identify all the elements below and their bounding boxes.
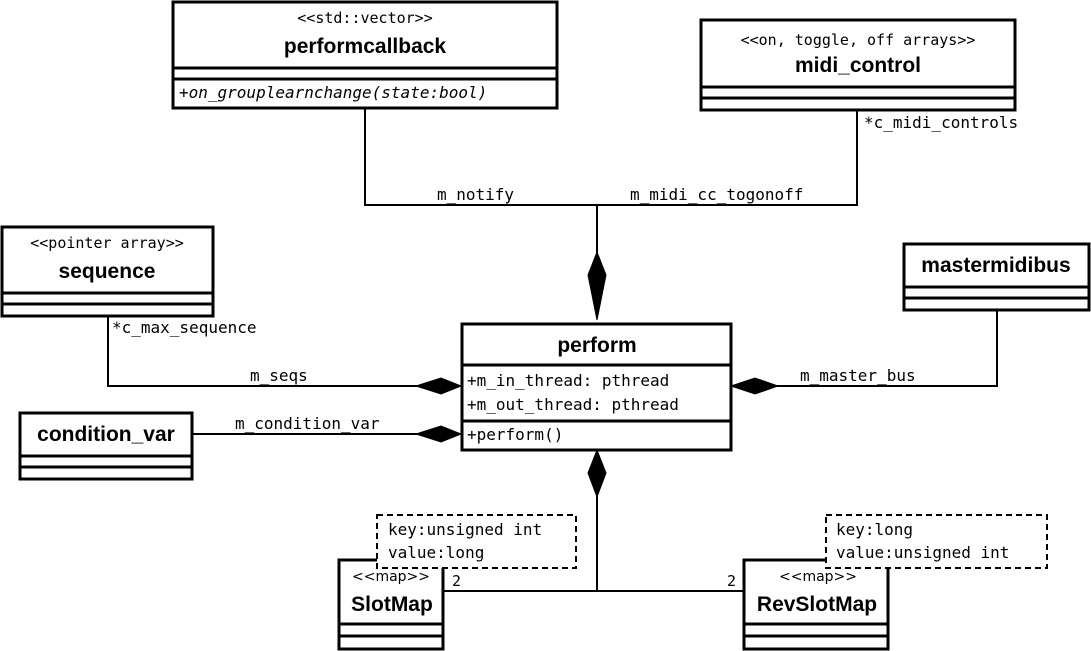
m-seqs-label: m_seqs [250, 366, 308, 385]
connectors [107, 108, 998, 592]
note-revslotmap: key:long value:unsigned int [825, 514, 1048, 569]
class-sequence[interactable]: <<pointer array>> sequence [0, 225, 215, 318]
performcallback-name: performcallback [284, 35, 447, 58]
condition-var-name: condition_var [37, 423, 175, 446]
class-revslotmap[interactable]: <<map>> RevSlotMap [742, 558, 890, 651]
performcallback-operation: +on_grouplearnchange(state:bool) [179, 83, 487, 102]
m-midi-cc-togonoff-line [597, 110, 858, 206]
c-max-sequence-label: *c_max_sequence [112, 318, 257, 337]
revslotmap-stereotype: <<map>> [779, 569, 857, 585]
sequence-name: sequence [59, 260, 156, 283]
midi-control-stereotype: <<on, toggle, off arrays>> [741, 31, 976, 49]
m-condition-var-composition-diamond [414, 425, 463, 443]
revslotmap-note-value: value:unsigned int [836, 543, 1009, 562]
midi-control-name: midi_control [795, 54, 921, 77]
m-master-bus-composition-diamond [729, 377, 780, 395]
mastermidibus-name: mastermidibus [921, 254, 1070, 277]
m-seqs-composition-diamond [414, 377, 463, 395]
perform-attribute-in-thread: +m_in_thread: pthread [467, 371, 669, 390]
perform-name: perform [557, 334, 636, 357]
revslotmap-multiplicity: 2 [727, 572, 736, 590]
m-notify-label: m_notify [437, 185, 514, 204]
sequence-stereotype: <<pointer array>> [30, 234, 184, 252]
m-master-bus-label: m_master_bus [800, 366, 916, 385]
class-mastermidibus[interactable]: mastermidibus [902, 242, 1091, 312]
perform-attribute-out-thread: +m_out_thread: pthread [467, 395, 679, 414]
slotmap-stereotype: <<map>> [352, 569, 430, 585]
slotmap-name: SlotMap [351, 593, 433, 616]
revslotmap-name: RevSlotMap [757, 593, 877, 616]
slotmap-multiplicity: 2 [452, 572, 461, 590]
c-midi-controls-label: *c_midi_controls [864, 113, 1018, 132]
class-midi-control[interactable]: <<on, toggle, off arrays>> midi_control [699, 18, 1017, 112]
m-seqs-line [107, 317, 418, 387]
top-composition-diamond [587, 250, 607, 321]
m-condition-var-label: m_condition_var [235, 414, 380, 433]
class-slotmap[interactable]: <<map>> SlotMap [337, 558, 445, 651]
m-midi-cc-togonoff-label: m_midi_cc_togonoff [630, 185, 803, 204]
m-master-bus-line [776, 310, 998, 387]
class-perform[interactable]: perform +m_in_thread: pthread +m_out_thr… [460, 322, 733, 452]
class-performcallback[interactable]: <<std::vector>> performcallback +on_grou… [171, 0, 559, 110]
bottom-composition-diamond [587, 448, 607, 499]
slotmap-note-key: key:unsigned int [388, 520, 542, 539]
note-slotmap: key:unsigned int value:long [376, 514, 577, 569]
m-notify-line [364, 108, 597, 206]
performcallback-stereotype: <<std::vector>> [297, 9, 432, 27]
perform-operation: +perform() [467, 425, 563, 444]
slotmap-note-value: value:long [388, 543, 484, 562]
revslotmap-note-key: key:long [836, 520, 913, 539]
class-condition-var[interactable]: condition_var [18, 411, 194, 481]
